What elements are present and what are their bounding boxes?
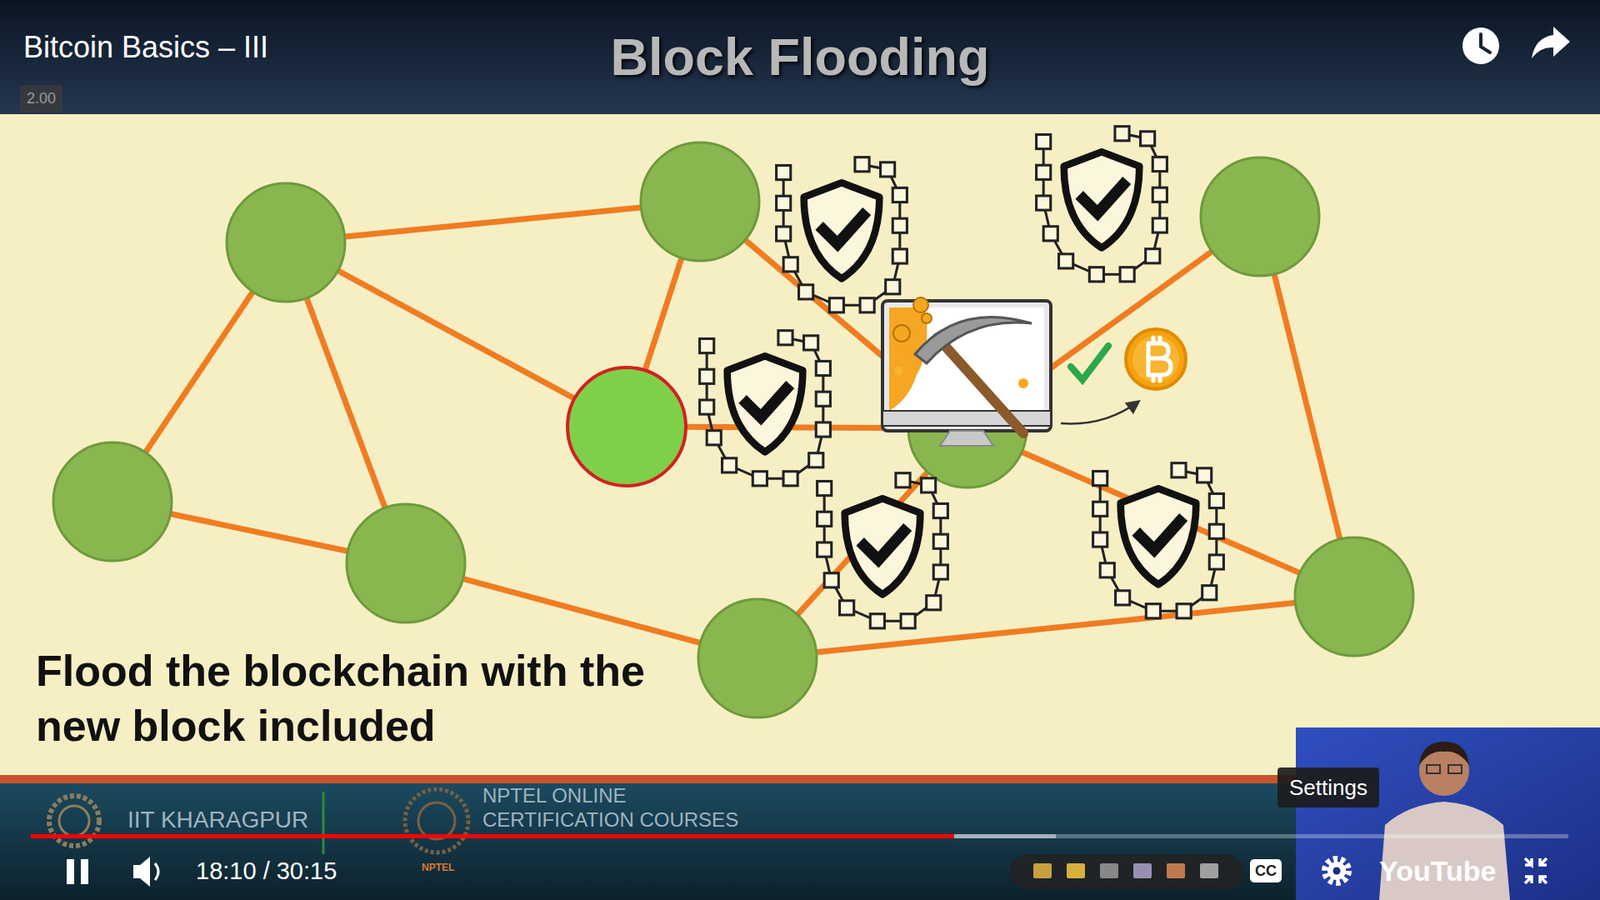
mining-computer xyxy=(921,313,932,324)
video-title: Bitcoin Basics – III xyxy=(23,30,269,65)
exit-fullscreen-icon xyxy=(1525,858,1547,884)
bitcoin-coin xyxy=(1132,335,1180,383)
volume-icon xyxy=(155,863,159,880)
progress-played xyxy=(30,834,955,839)
settings-gear xyxy=(1325,859,1349,883)
chapter-toolbar xyxy=(1166,863,1185,879)
settings-tooltip: Settings xyxy=(1277,767,1380,808)
youtube-logo: YouTube xyxy=(1379,854,1496,888)
settings-gear xyxy=(1325,859,1349,883)
time-display: 18:10 / 30:15 xyxy=(195,856,337,885)
presenter-inset xyxy=(1419,741,1470,765)
network-link xyxy=(285,201,700,243)
mining-computer xyxy=(882,297,1051,446)
reward-arrow xyxy=(1060,401,1139,424)
block-icon xyxy=(1036,126,1168,282)
presenter-inset xyxy=(1448,765,1462,774)
course-banner: NPTEL ONLINE CERTIFICATION COURSES xyxy=(482,783,775,832)
bitcoin-coin xyxy=(1125,329,1186,390)
network-node xyxy=(346,504,465,623)
chapter-toolbar xyxy=(1200,863,1219,879)
iit-logo xyxy=(59,805,90,836)
network-node xyxy=(226,183,345,302)
block-icon xyxy=(1093,463,1225,619)
network-node xyxy=(53,142,1414,718)
block-icon xyxy=(817,473,949,629)
mining-computer xyxy=(915,316,1032,364)
mining-computer xyxy=(894,366,903,375)
mining-computer xyxy=(940,430,994,446)
nptel-logo xyxy=(405,789,469,853)
captions-button: CC xyxy=(1250,859,1282,883)
presenter-inset xyxy=(1426,765,1440,774)
watch-later-icon xyxy=(1462,27,1500,65)
bitcoin-coin xyxy=(1148,337,1171,381)
mining-computer xyxy=(893,325,910,342)
watch-later-icon xyxy=(1462,27,1500,65)
logo-caption: NPTEL xyxy=(421,861,455,874)
slide-caption: Flood the blockchain with the new block … xyxy=(35,643,695,754)
pause-icon xyxy=(80,859,89,885)
progress-track xyxy=(30,834,1569,839)
network-node xyxy=(640,142,760,261)
block-icon xyxy=(776,157,908,313)
chapter-toolbar xyxy=(1010,854,1244,890)
presenter-inset xyxy=(1295,727,1600,900)
nptel-logo xyxy=(418,802,455,840)
progress-buffered xyxy=(30,834,1056,839)
mining-computer xyxy=(1018,378,1029,389)
chapter-toolbar xyxy=(1066,863,1085,879)
block-icon xyxy=(700,330,831,486)
network-node xyxy=(53,442,172,561)
speed-badge: 2.00 xyxy=(20,85,63,113)
mining-computer xyxy=(937,337,1024,434)
pause-icon xyxy=(66,859,89,885)
pause-icon xyxy=(66,859,75,885)
volume-icon xyxy=(133,856,150,887)
mining-computer xyxy=(889,307,1045,411)
network-node xyxy=(698,599,817,718)
title-bar xyxy=(0,0,1600,115)
chapter-toolbar xyxy=(1100,863,1119,879)
sender-node xyxy=(567,367,686,486)
block-icon xyxy=(700,126,1225,629)
check-mark xyxy=(1070,345,1109,380)
settings-gear xyxy=(1333,867,1341,875)
mining-computer xyxy=(882,410,1051,426)
volume-icon xyxy=(133,856,159,887)
bitcoin-coin xyxy=(1125,329,1186,390)
mining-computer xyxy=(913,297,929,313)
presenter-inset xyxy=(1295,727,1600,900)
nptel-logo xyxy=(405,789,469,853)
chapter-toolbar xyxy=(1033,863,1052,879)
network-node xyxy=(1200,157,1320,276)
share-icon xyxy=(1531,26,1570,59)
footer-divider xyxy=(322,791,325,855)
institute-name: IIT KHARAGPUR xyxy=(127,807,309,833)
presenter-inset xyxy=(1379,801,1510,900)
settings-gear xyxy=(1327,861,1346,880)
chapter-toolbar xyxy=(1010,854,1244,890)
chapter-toolbar xyxy=(1133,863,1152,879)
watch-later-icon xyxy=(1480,34,1490,53)
network-node xyxy=(1295,537,1414,656)
